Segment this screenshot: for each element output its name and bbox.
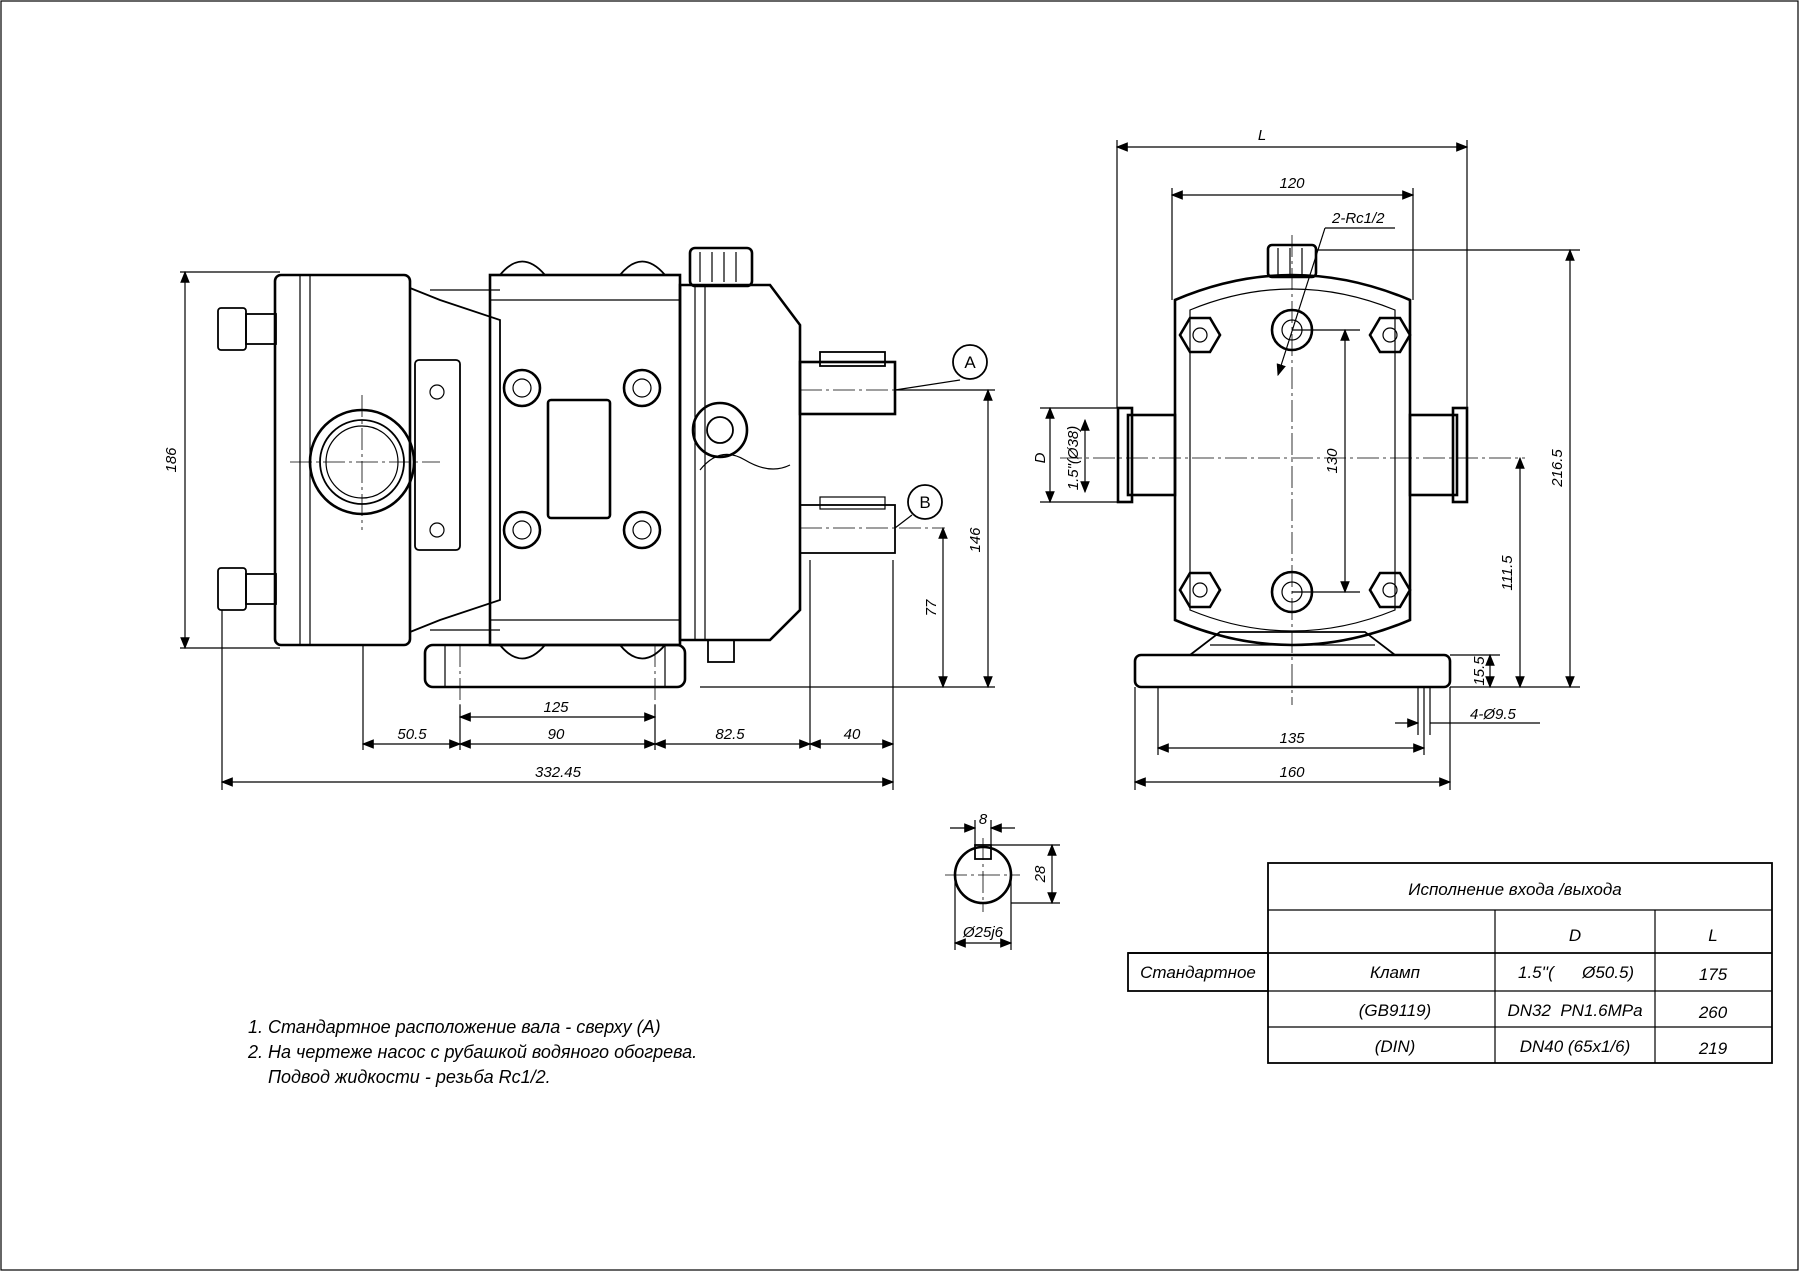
dim-111-5: 111.5 — [1499, 555, 1516, 591]
dim-50-5: 50.5 — [397, 726, 427, 743]
table-row-3-conn: (DIN) — [1375, 1037, 1416, 1056]
note-3: Подвод жидкости - резьба Rc1/2. — [268, 1067, 551, 1087]
callout-a-label: A — [964, 353, 976, 372]
dim-D: D — [1032, 452, 1049, 463]
dim-120: 120 — [1279, 175, 1305, 192]
dim-holes: 4-Ø9.5 — [1470, 706, 1517, 723]
shaft-section: 8 28 Ø25j6 — [945, 811, 1060, 950]
dim-L: L — [1258, 127, 1266, 144]
callout-b — [907, 484, 943, 520]
dim-28: 28 — [1032, 865, 1049, 883]
note-2: 2. На чертеже насос с рубашкой водяного … — [247, 1042, 697, 1062]
notes: 1. Стандартное расположение вала - сверх… — [247, 1017, 697, 1087]
side-view-dimensions: 186 146 77 125 50.5 90 82.5 40 332.45 — [163, 270, 995, 790]
dim-160: 160 — [1279, 764, 1305, 781]
dim-216-5: 216.5 — [1549, 449, 1566, 488]
dim-135: 135 — [1279, 730, 1305, 747]
table-col-d: D — [1569, 926, 1581, 945]
table-row-3-d: DN40 (65x1/6) — [1520, 1037, 1631, 1056]
dim-d38: 1.5"(Ø38) — [1065, 426, 1082, 491]
table-row-1-d: 1.5''( Ø50.5) — [1518, 963, 1634, 982]
callout-b-label: B — [919, 493, 930, 512]
table-row-2-d: DN32 PN1.6MPa — [1507, 1001, 1642, 1020]
dim-186: 186 — [163, 447, 180, 473]
dim-332-45: 332.45 — [535, 764, 582, 781]
dim-146: 146 — [967, 527, 984, 553]
table-row-3-l: 219 — [1698, 1039, 1728, 1058]
callout-a — [952, 344, 988, 380]
note-1: 1. Стандартное расположение вала - сверх… — [248, 1017, 661, 1037]
connection-table: Исполнение входа /выхода D L Стандартное… — [1127, 862, 1773, 1064]
table-col-l: L — [1708, 926, 1717, 945]
dim-15-5: 15.5 — [1471, 656, 1488, 686]
dim-82-5: 82.5 — [715, 726, 745, 743]
dim-125: 125 — [543, 699, 569, 716]
table-row-1-l: 175 — [1699, 965, 1728, 984]
dim-90: 90 — [548, 726, 565, 743]
dim-key: 8 — [979, 811, 988, 828]
table-title: Исполнение входа /выхода — [1408, 880, 1621, 899]
table-row-2-l: 260 — [1698, 1003, 1728, 1022]
side-view — [217, 246, 985, 705]
dim-shaft-dia: Ø25j6 — [962, 924, 1004, 941]
dim-40: 40 — [844, 726, 861, 743]
front-view — [1060, 235, 1525, 705]
front-view-dimensions: L 120 2-Rc1/2 D 1.5"(Ø38) 130 216.5 111.… — [1032, 127, 1580, 790]
dim-130: 130 — [1324, 448, 1341, 474]
table-row-2-conn: (GB9119) — [1359, 1001, 1431, 1020]
dim-rc: 2-Rc1/2 — [1331, 210, 1385, 227]
dim-77: 77 — [923, 599, 940, 616]
table-row-1-type: Стандартное — [1140, 963, 1256, 982]
table-row-1-conn: Кламп — [1370, 963, 1421, 982]
